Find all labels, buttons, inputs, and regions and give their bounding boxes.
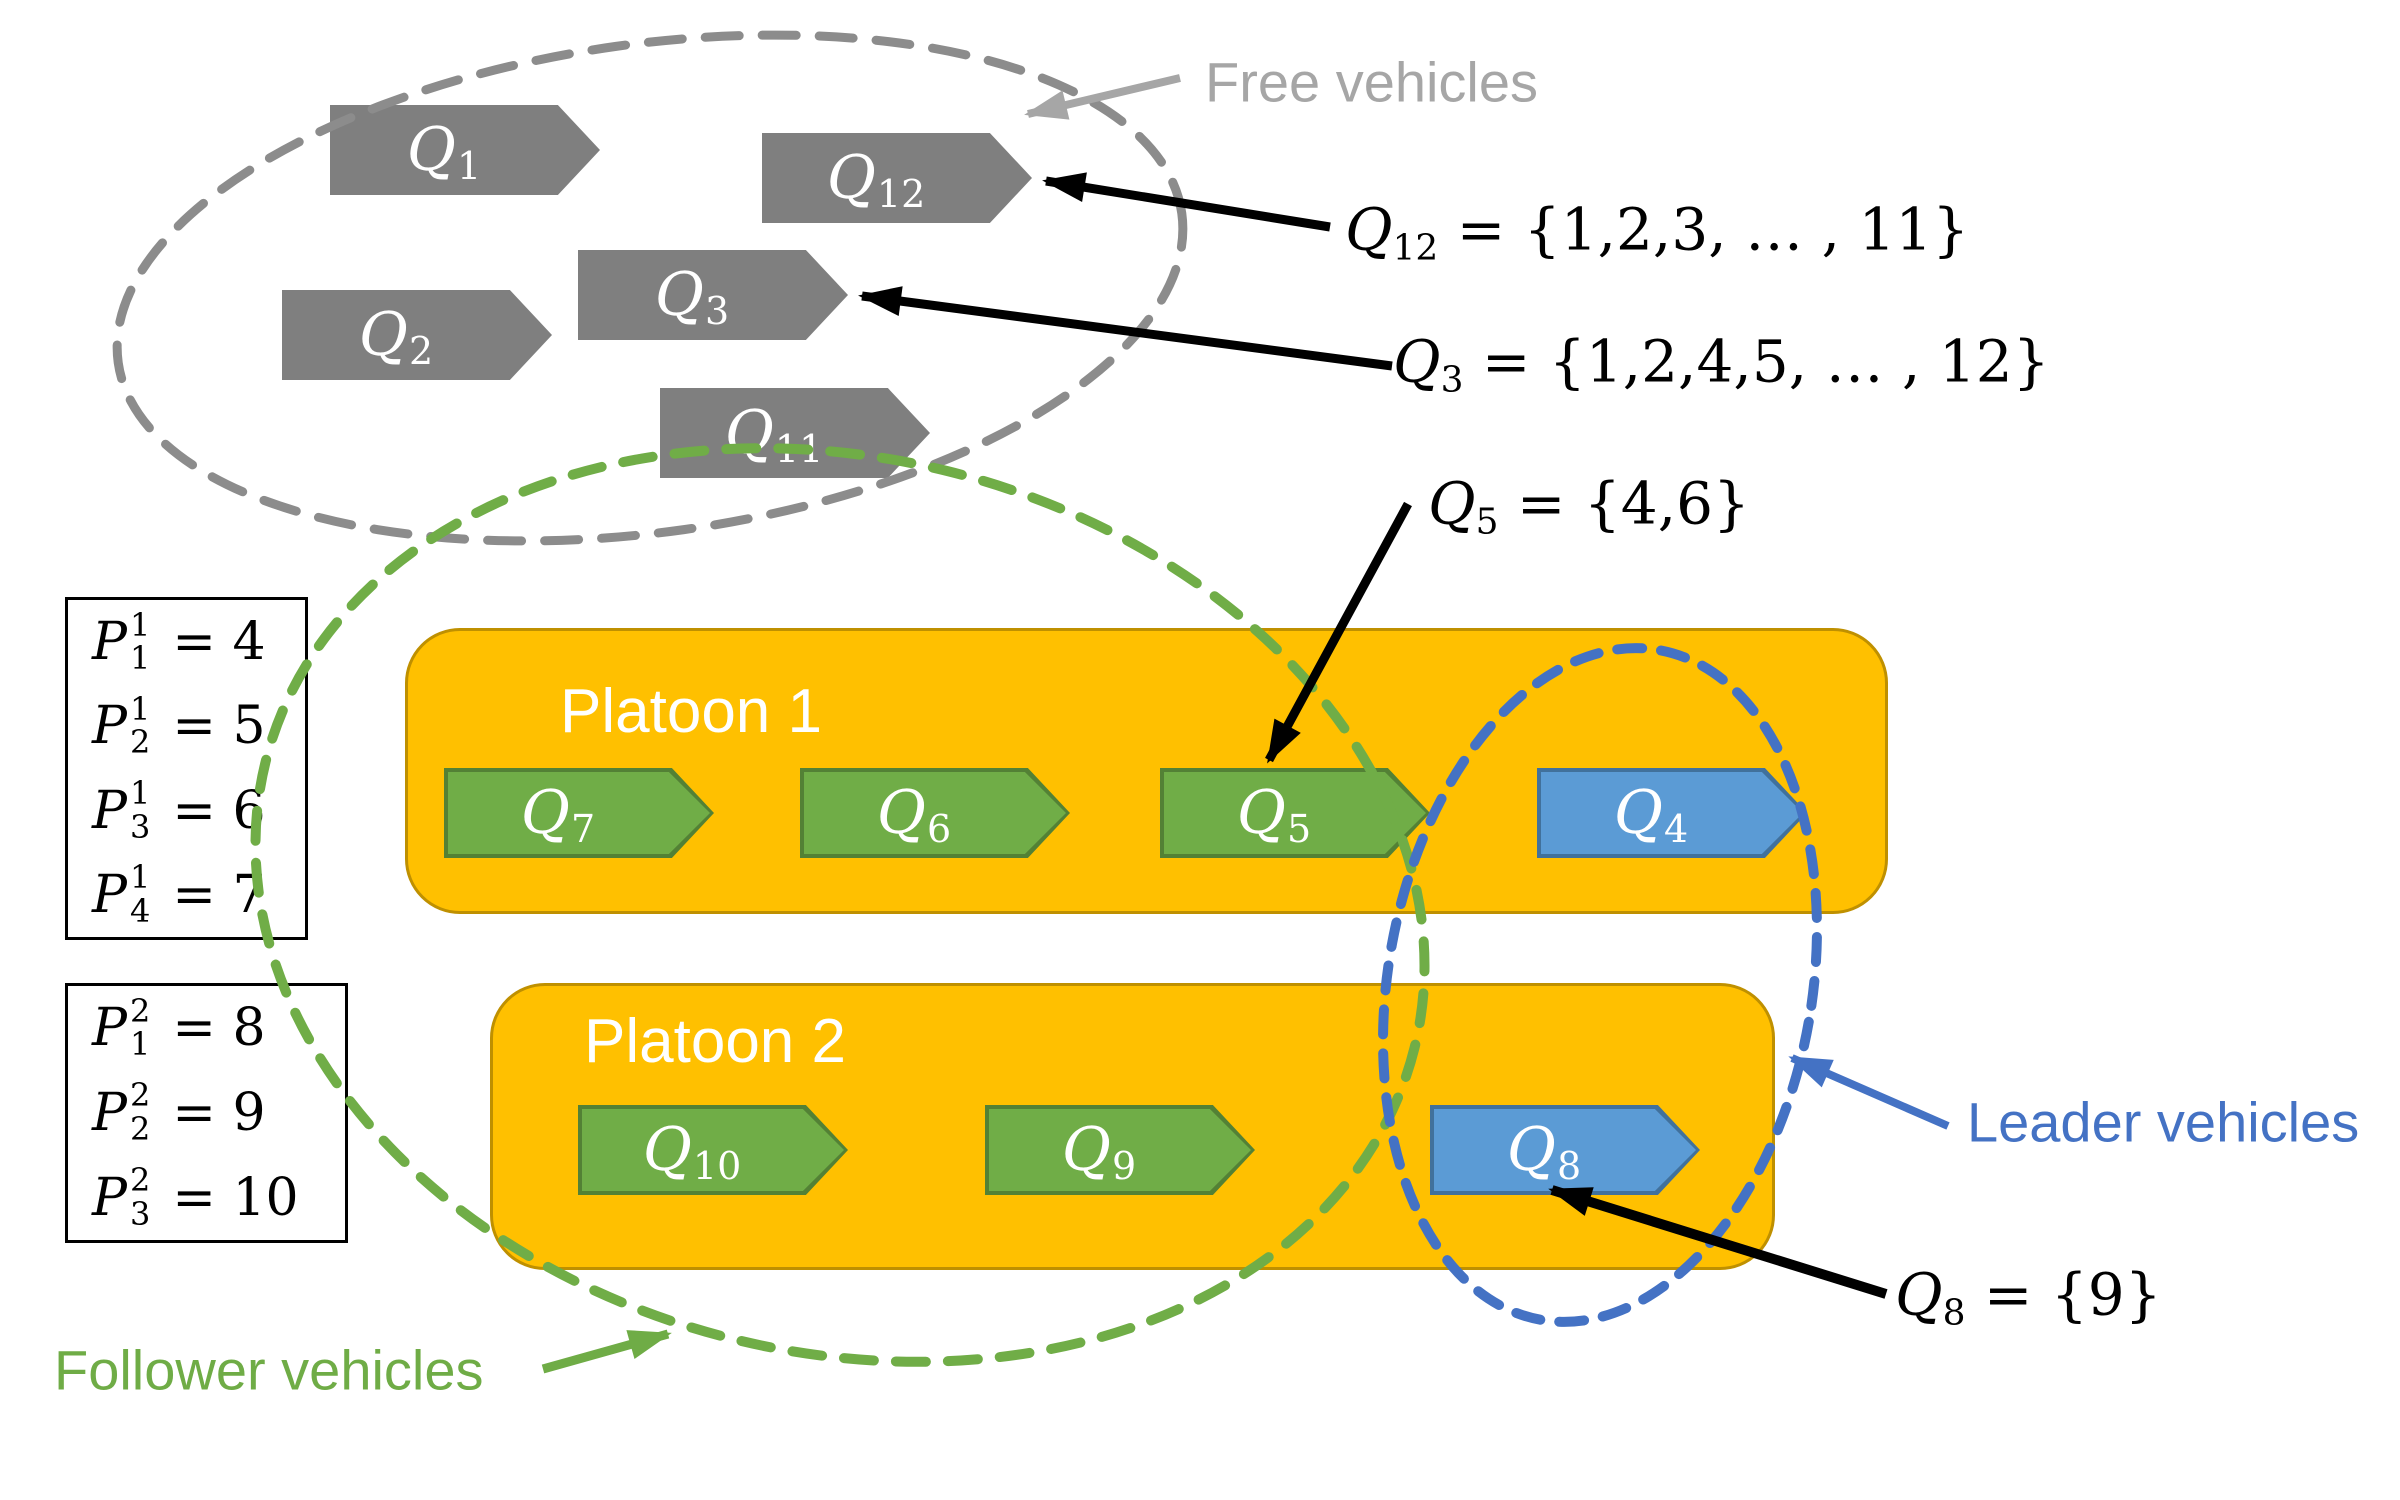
free-vehicles-label: Free vehicles [1205,50,1539,114]
follower-vehicles-label: Follower vehicles [54,1338,484,1402]
q5-set-equation: Q5 = {4,6} [1428,469,1750,543]
platoon-1-title: Platoon 1 [560,677,822,746]
q3-annotation-arrow [858,286,1393,371]
free-vehicles-pointer-arrow [1024,74,1181,120]
platoon-2-title: Platoon 2 [584,1007,846,1076]
q3-set-equation: Q3 = {1,2,4,5, … , 12} [1393,327,2050,401]
q12-set-equation: Q12 = {1,2,3, … , 11} [1345,195,1970,269]
leader-vehicles-pointer-arrow [1788,1054,1950,1130]
q8-set-equation: Q8 = {9} [1895,1260,2162,1334]
q12-annotation-arrow [1042,172,1331,232]
leader-vehicles-label: Leader vehicles [1967,1090,2360,1154]
follower-vehicles-pointer-arrow [541,1329,672,1374]
